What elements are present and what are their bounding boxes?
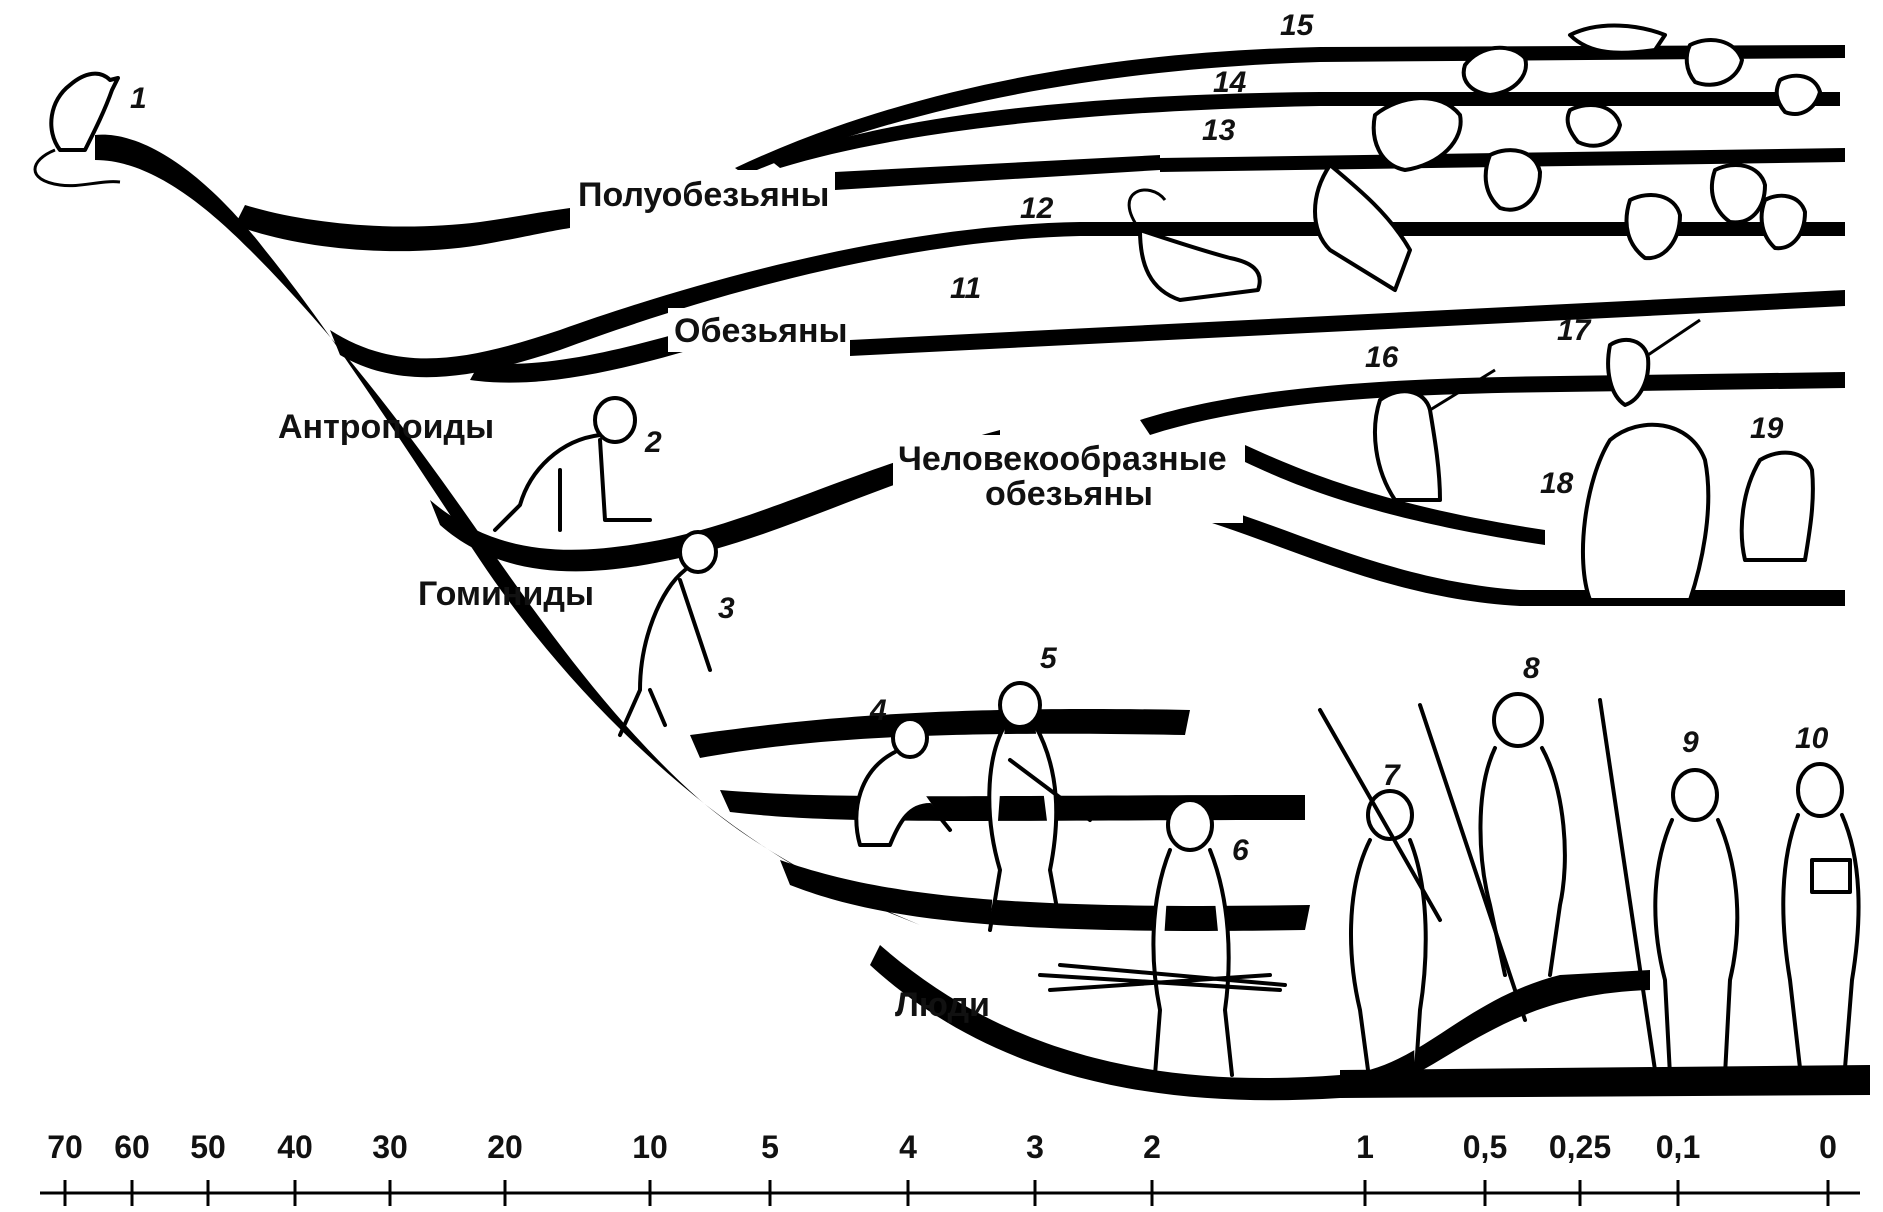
number-11: 11 (950, 272, 981, 305)
axis-tick-label: 0 (1819, 1129, 1837, 1165)
time-axis: 70 60 50 40 30 20 10 5 4 3 2 1 0,5 0,25 0,1 0 (40, 1129, 1860, 1206)
axis-tick-label: 60 (114, 1129, 150, 1165)
number-6: 6 (1232, 834, 1249, 867)
ape-figures (1373, 318, 1815, 602)
neanderthal-figure (1418, 692, 1567, 1022)
label-apes-line1: Человекообразные (898, 440, 1227, 478)
group-labels: Полуобезьяны Обезьяны Антропоиды Человек… (278, 170, 1243, 1024)
number-17: 17 (1557, 314, 1592, 347)
branch-6 (780, 860, 1310, 931)
label-prosimians: Полуобезьяны (578, 176, 829, 214)
number-7: 7 (1383, 759, 1401, 792)
axis-tick-label: 50 (190, 1129, 226, 1165)
branch-4 (690, 709, 1190, 758)
modern-human-figure (1781, 762, 1861, 1070)
number-14: 14 (1213, 66, 1247, 99)
homo-heidelbergensis-figure (1318, 708, 1442, 1087)
axis-tick-label: 0,1 (1656, 1129, 1700, 1165)
branch-humans (870, 945, 1650, 1101)
branch-12 (330, 222, 1845, 378)
branch-humans-present (1340, 1065, 1870, 1098)
branch-prosimians (235, 205, 570, 252)
homo-habilis-figure (987, 681, 1092, 932)
axis-tick-label: 5 (761, 1129, 779, 1165)
label-monkeys: Обезьяны (674, 312, 848, 350)
figures (33, 23, 1861, 1087)
axis-tick-label: 4 (899, 1129, 917, 1165)
cro-magnon-figure (1598, 698, 1740, 1077)
hominid-figure (618, 530, 718, 737)
branch-17 (1140, 372, 1845, 435)
branch-16 (1245, 445, 1545, 545)
branch-18 (1175, 495, 1845, 606)
axis-tick-label: 3 (1026, 1129, 1044, 1165)
number-1: 1 (130, 82, 147, 115)
axis-tick-label: 2 (1143, 1129, 1161, 1165)
tree-shrew-figure (33, 71, 121, 188)
figure-numbers: 1 2 3 4 5 6 7 8 9 10 11 12 13 14 15 16 1… (130, 9, 1829, 867)
axis-tick-label: 20 (487, 1129, 523, 1165)
number-2: 2 (644, 426, 662, 459)
number-3: 3 (718, 592, 735, 625)
number-4: 4 (869, 694, 887, 727)
branch-11 (470, 330, 690, 383)
label-humans: Люди (895, 986, 990, 1024)
axis-tick-label: 40 (277, 1129, 313, 1165)
monkey-figures (1127, 163, 1412, 302)
number-9: 9 (1682, 726, 1699, 759)
number-5: 5 (1040, 642, 1058, 675)
label-hominids: Гоминиды (418, 575, 594, 613)
number-18: 18 (1540, 467, 1574, 500)
number-15: 15 (1280, 9, 1315, 42)
label-apes-line2: обезьяны (985, 475, 1153, 513)
prosimian-figures (1371, 23, 1822, 261)
number-13: 13 (1202, 114, 1236, 147)
australopithecus-figure (854, 717, 952, 847)
label-anthropoids: Антропоиды (278, 408, 494, 446)
axis-tick-label: 70 (47, 1129, 83, 1165)
branch-5 (720, 790, 1305, 821)
number-10: 10 (1795, 722, 1829, 755)
number-19: 19 (1750, 412, 1784, 445)
number-8: 8 (1523, 652, 1540, 685)
anthropoid-figure (493, 396, 652, 532)
branch-prosimians-mid (835, 155, 1160, 190)
axis-tick-label: 0,5 (1463, 1129, 1507, 1165)
number-12: 12 (1020, 192, 1054, 225)
axis-tick-label: 30 (372, 1129, 408, 1165)
axis-tick-label: 1 (1356, 1129, 1374, 1165)
branch-14 (770, 92, 1840, 168)
number-16: 16 (1365, 341, 1399, 374)
branch-11-right (850, 290, 1845, 356)
homo-erectus-figure (1038, 798, 1287, 1077)
axis-tick-label: 10 (632, 1129, 668, 1165)
axis-tick-label: 0,25 (1549, 1129, 1611, 1165)
